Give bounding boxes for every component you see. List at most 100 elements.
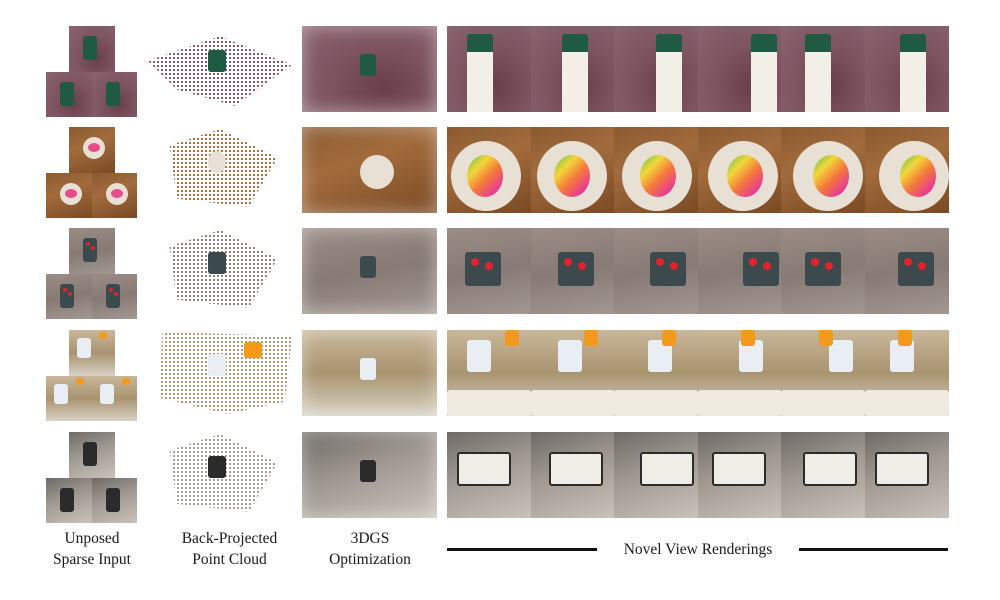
- scene-object: [656, 258, 664, 266]
- scene-object: [208, 50, 226, 72]
- scene-object: [83, 442, 97, 466]
- scene-object: [467, 155, 503, 197]
- novel-view-2: [530, 228, 615, 314]
- input-view-left: [46, 274, 92, 319]
- scene-object: [656, 34, 682, 112]
- novel-view-2: [530, 432, 615, 518]
- scene-object: [829, 340, 853, 372]
- input-view-right: [92, 274, 137, 319]
- input-view-left: [46, 478, 92, 523]
- scene-object: [825, 262, 833, 270]
- point-cloud: [169, 230, 278, 308]
- scene-object: [553, 155, 590, 197]
- scene-object: [874, 452, 929, 486]
- novel-view-4: [697, 330, 782, 416]
- point-cloud: [159, 332, 292, 414]
- scene-object: [65, 189, 77, 198]
- scene-object: [750, 34, 777, 112]
- input-view-top: [69, 26, 115, 72]
- scene-object: [83, 36, 97, 60]
- scene-object: [63, 288, 67, 292]
- scene-object: [208, 151, 226, 173]
- scene-object: [54, 384, 68, 404]
- scene-object: [505, 330, 519, 346]
- scene-object: [640, 452, 694, 486]
- scene-object: [917, 262, 926, 270]
- scene-object: [360, 54, 376, 76]
- caption-line: Sparse Input: [53, 551, 131, 568]
- scene-object: [650, 252, 686, 286]
- novel-view-6: [864, 26, 949, 112]
- scene-object: [99, 332, 107, 339]
- scene-object: [68, 292, 72, 296]
- scene-object: [899, 34, 926, 112]
- scene-object: [903, 258, 912, 266]
- scene-object: [563, 258, 572, 266]
- input-view-right: [92, 376, 137, 421]
- novel-view-6: [864, 330, 949, 416]
- scene-object: [803, 452, 857, 486]
- novel-view-6: [864, 432, 949, 518]
- novel-view-1: [447, 432, 531, 518]
- novel-view-4: [697, 228, 782, 314]
- scene-object: [465, 252, 501, 286]
- scene-object: [244, 342, 262, 358]
- scene-object: [742, 252, 779, 286]
- scene-object: [557, 252, 594, 286]
- novel-view-5: [781, 26, 865, 112]
- scene-object: [106, 183, 128, 205]
- optimization-render: [302, 26, 437, 112]
- scene-object: [91, 246, 95, 250]
- scene-object: [467, 340, 491, 372]
- scene-object: [711, 452, 766, 486]
- scene-object: [548, 452, 603, 486]
- novel-view-1: [447, 330, 531, 416]
- scene-object: [60, 488, 74, 512]
- scene-object: [577, 262, 586, 270]
- scene-object: [60, 183, 82, 205]
- scene-object: [109, 288, 113, 292]
- novel-views-rule-right: [799, 548, 948, 551]
- scene-object: [899, 155, 936, 197]
- scene-object: [447, 390, 531, 416]
- point-cloud: [148, 36, 292, 106]
- scene-object: [100, 384, 114, 404]
- scene-object: [740, 330, 755, 346]
- scene-object: [106, 82, 120, 106]
- scene-object: [88, 143, 100, 152]
- input-view-right: [92, 173, 137, 218]
- point-cloud: [169, 434, 278, 512]
- novel-view-3: [614, 432, 698, 518]
- caption-line: Unposed: [64, 530, 120, 547]
- scene-object: [697, 390, 782, 416]
- caption-line: Point Cloud: [192, 551, 267, 568]
- scene-object: [360, 155, 394, 189]
- scene-object: [114, 292, 118, 296]
- optimization-render: [302, 432, 437, 518]
- input-view-top: [69, 330, 115, 376]
- caption-novel-view-renderings: Novel View Renderings: [623, 541, 773, 558]
- point-cloud: [169, 129, 278, 207]
- scene-object: [897, 330, 912, 346]
- scene-object: [811, 258, 819, 266]
- scene-object: [762, 262, 771, 270]
- caption-unposed-sparse-input: Unposed Sparse Input: [32, 528, 152, 570]
- optimization-render: [302, 228, 437, 314]
- input-view-top: [69, 432, 115, 478]
- scene-object: [122, 378, 130, 385]
- scene-object: [805, 252, 841, 286]
- scene-object: [360, 358, 376, 380]
- scene-object: [457, 452, 511, 486]
- scene-object: [670, 262, 678, 270]
- optimization-render: [302, 330, 437, 416]
- novel-view-5: [781, 127, 865, 213]
- novel-view-3: [614, 26, 698, 112]
- novel-view-2: [530, 26, 615, 112]
- scene-object: [819, 330, 833, 346]
- scene-object: [813, 155, 849, 197]
- scene-object: [557, 340, 582, 372]
- scene-object: [583, 330, 598, 346]
- caption-line: Optimization: [329, 551, 411, 568]
- novel-views-rule-left: [447, 548, 597, 551]
- scene-object: [86, 242, 90, 246]
